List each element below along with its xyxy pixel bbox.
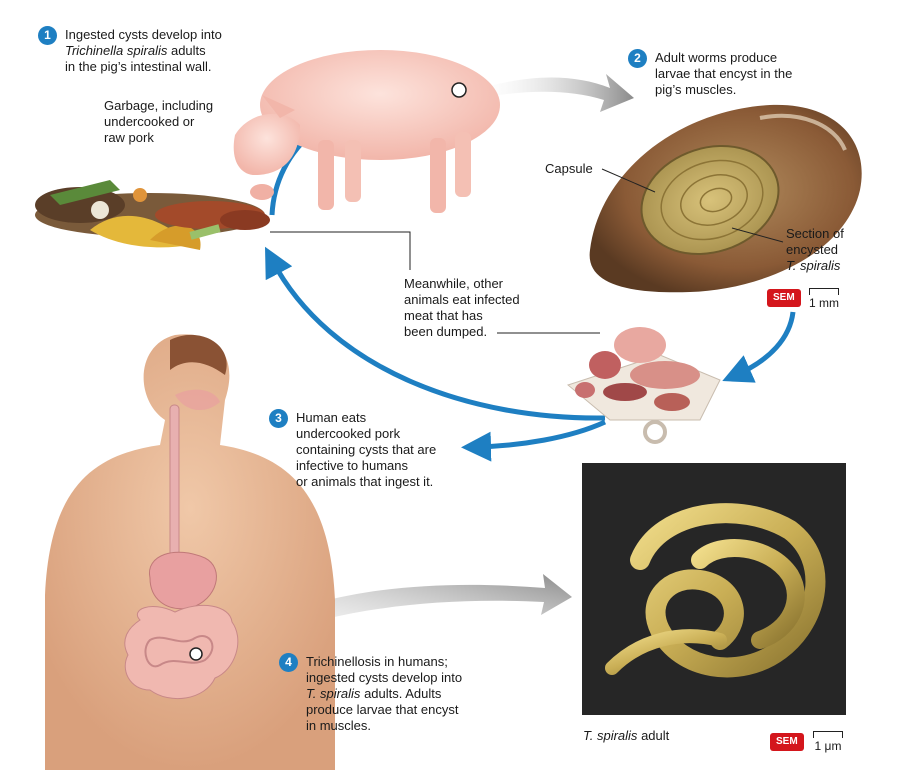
meat-illustration bbox=[566, 327, 721, 444]
scale-cyst-text: 1 mm bbox=[809, 296, 839, 310]
sem-badge-cyst: SEM bbox=[767, 289, 801, 307]
capsule-leader-line bbox=[601, 168, 656, 193]
meanwhile-label: Meanwhile, other animals eat infected me… bbox=[404, 276, 520, 339]
sem-badge-worm: SEM bbox=[770, 733, 804, 751]
human-torso-illustration bbox=[45, 334, 335, 770]
cyst-section-illustration bbox=[589, 104, 862, 293]
scale-bar-cyst: 1 mm bbox=[806, 288, 842, 310]
pig-illustration bbox=[233, 50, 500, 213]
step-3: 3 Human eats undercooked pork containing… bbox=[269, 409, 437, 490]
adult-label-species: T. spiralis bbox=[583, 728, 638, 743]
step-2-badge: 2 bbox=[628, 49, 647, 68]
section-label-species: T. spiralis bbox=[786, 258, 841, 273]
step-2: 2 Adult worms produce larvae that encyst… bbox=[628, 49, 793, 98]
step-3-text: Human eats undercooked pork containing c… bbox=[296, 410, 437, 489]
adult-label: T. spiralis adult bbox=[583, 728, 669, 744]
grey-arrow-pig-to-cyst bbox=[470, 74, 634, 112]
blue-arrow-meat-to-garbage bbox=[264, 246, 606, 421]
section-label-text: Section of encysted bbox=[786, 226, 844, 257]
worm-sem-photo-overlay bbox=[582, 463, 846, 715]
capsule-label: Capsule bbox=[545, 161, 593, 176]
step-4-text: Trichinellosis in humans; ingested cysts… bbox=[306, 654, 462, 734]
step-1-badge: 1 bbox=[38, 26, 57, 45]
scale-worm-text: 1 μm bbox=[814, 739, 842, 753]
step-4-text-post: adults. Adults produce larvae that encys… bbox=[306, 686, 459, 733]
garbage-label: Garbage, including undercooked or raw po… bbox=[104, 98, 214, 145]
garbage-pile-illustration bbox=[35, 180, 270, 250]
meanwhile-leader-line bbox=[270, 231, 411, 270]
step-2-text: Adult worms produce larvae that encyst i… bbox=[655, 50, 793, 97]
step-3-badge: 3 bbox=[269, 409, 288, 428]
scale-bar-worm: 1 μm bbox=[810, 731, 846, 753]
section-leader-line bbox=[731, 227, 784, 243]
blue-arrow-cyst-to-meat bbox=[722, 311, 796, 383]
grey-arrow-intestine-to-worm bbox=[210, 574, 572, 658]
step-4-species: T. spiralis bbox=[306, 686, 361, 701]
adult-label-text: adult bbox=[641, 728, 670, 743]
step-1-species: Trichinella spiralis bbox=[65, 43, 168, 58]
blue-arrow-meat-to-human bbox=[461, 419, 607, 462]
step-4: 4 Trichinellosis in humans; ingested cys… bbox=[279, 653, 462, 734]
step-1-text-post: adults in the pig’s intestinal wall. bbox=[65, 43, 212, 74]
step-4-badge: 4 bbox=[279, 653, 298, 672]
step-1-text-pre: Ingested cysts develop into bbox=[65, 27, 222, 42]
step-4-text-pre: Trichinellosis in humans; ingested cysts… bbox=[306, 654, 463, 685]
